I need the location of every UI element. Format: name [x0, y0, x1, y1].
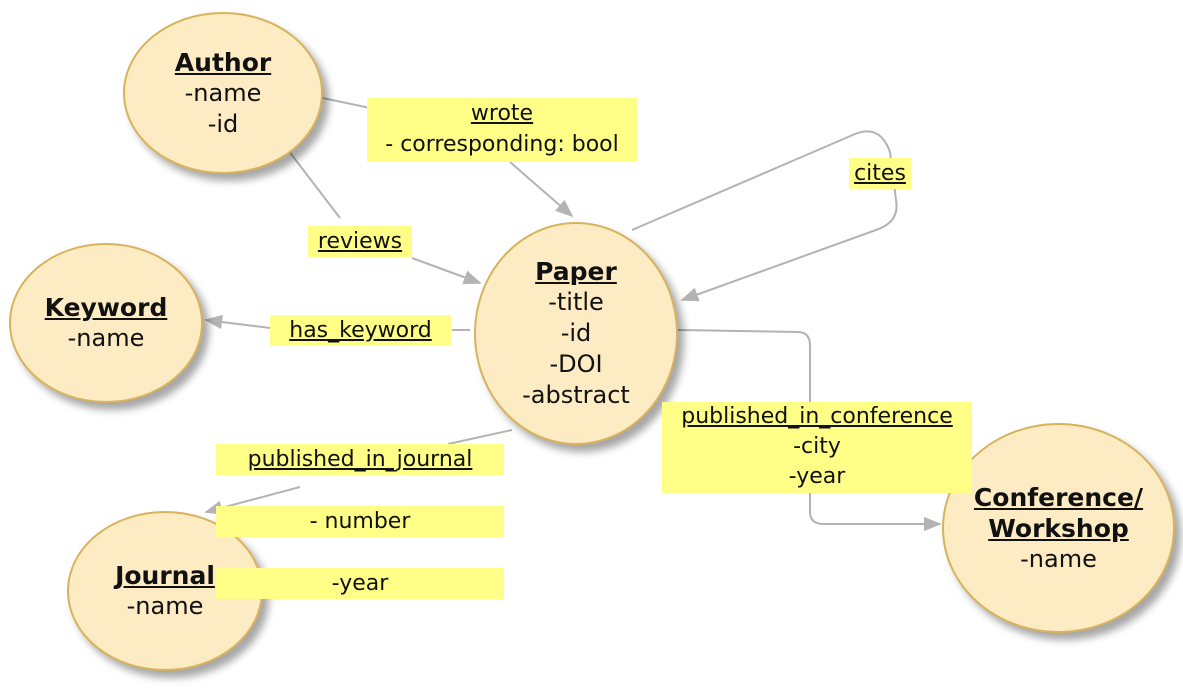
edge-label-wrote-title: wrote: [470, 101, 534, 126]
edge-label-has-keyword: has_keyword: [270, 315, 451, 346]
edge-reviews: [287, 149, 480, 283]
node-journal-attr-name: -name: [126, 592, 204, 620]
node-conference-title-line1: Conference/: [973, 482, 1144, 512]
node-conference-title-line2: Workshop: [988, 513, 1129, 543]
edge-label-published-in-conference: published_in_conference -city -year: [662, 402, 972, 493]
edge-label-published-in-journal-attr-year: -year: [216, 568, 504, 599]
edge-cites: [631, 130, 898, 302]
node-author-attr-name: -name: [184, 78, 262, 107]
node-paper-attr-abstract: -abstract: [522, 381, 630, 409]
edge-published-in-conference: [677, 329, 940, 524]
node-conference: Conference/ Workshop -name: [942, 423, 1175, 633]
edge-label-published-in-conference-attr-city: -city: [793, 434, 841, 459]
edge-label-wrote-attr: - corresponding: bool: [385, 132, 619, 157]
node-paper: Paper -title -id -DOI -abstract: [474, 222, 678, 445]
node-author-attr-id: -id: [207, 109, 239, 138]
node-paper-attr-title: -title: [548, 288, 604, 316]
edge-label-reviews-title: reviews: [317, 229, 403, 254]
edge-label-cites: cites: [849, 158, 911, 189]
node-paper-title: Paper: [535, 257, 617, 286]
edge-wrote: [317, 96, 572, 216]
edge-label-has-keyword-title: has_keyword: [289, 318, 432, 343]
edge-label-published-in-conference-title: published_in_conference: [681, 404, 953, 429]
node-keyword: Keyword -name: [9, 243, 203, 403]
node-author: Author -name -id: [123, 12, 323, 174]
node-journal-title: Journal: [115, 561, 215, 590]
node-author-title: Author: [174, 47, 272, 77]
edge-label-published-in-conference-attr-year: -year: [788, 464, 846, 489]
edge-label-published-in-journal-title: published_in_journal: [216, 444, 504, 475]
edge-label-published-in-journal: published_in_journal - number -year: [216, 444, 504, 599]
edge-label-published-in-journal-attr-number: - number: [216, 506, 504, 537]
edge-has-keyword: [206, 320, 470, 330]
node-keyword-title: Keyword: [44, 293, 168, 322]
edge-label-cites-title: cites: [854, 161, 906, 186]
node-paper-attr-id: -id: [560, 319, 592, 347]
node-keyword-attr-name: -name: [67, 324, 145, 352]
node-conference-attr-name: -name: [1020, 544, 1097, 573]
node-paper-attr-doi: -DOI: [549, 350, 603, 378]
edge-label-reviews: reviews: [308, 226, 412, 257]
edge-label-wrote: wrote - corresponding: bool: [367, 98, 637, 162]
